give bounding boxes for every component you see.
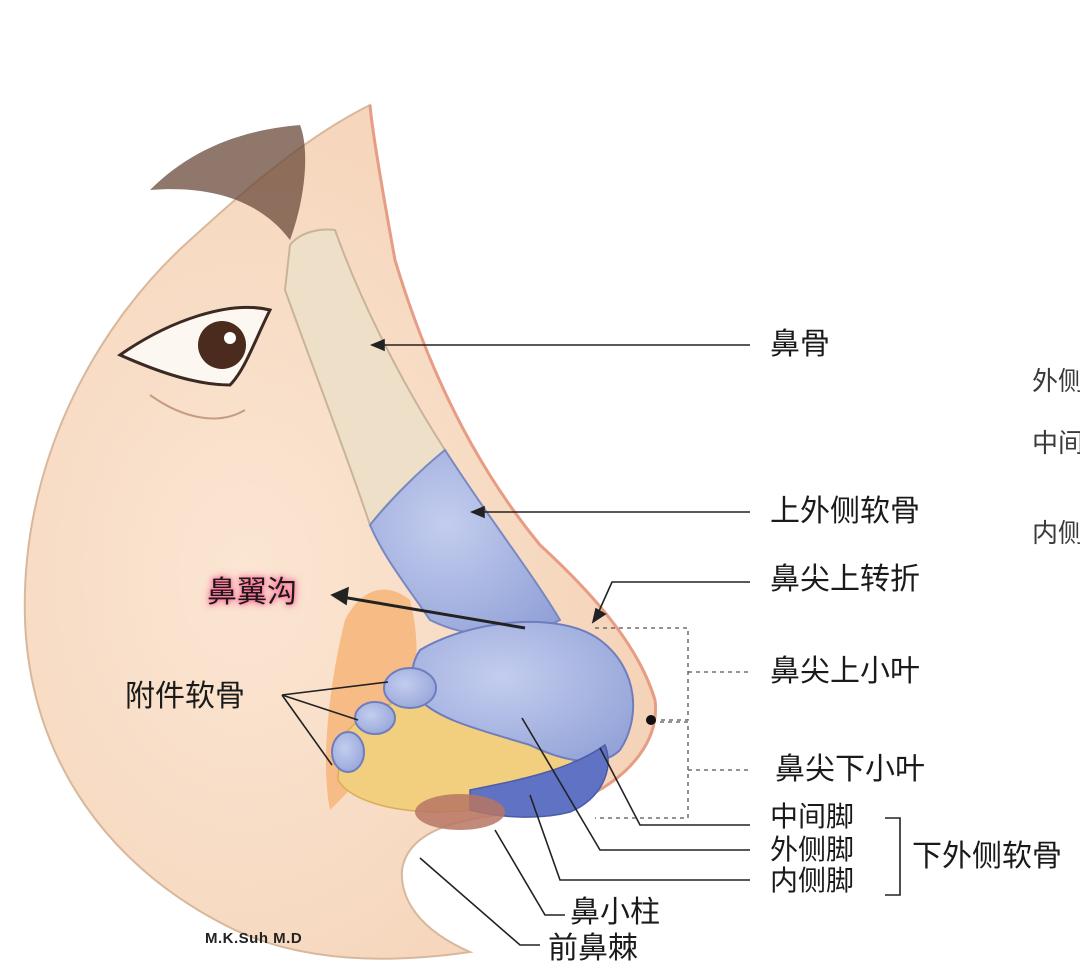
eyebrow	[150, 125, 306, 240]
eye-highlight	[224, 332, 236, 344]
label-intermediate-crus: 中间脚	[770, 800, 855, 833]
eye-lower-fold	[149, 394, 246, 420]
tip-defining-point	[646, 715, 656, 725]
label-supratip-break: 鼻尖上转折	[770, 562, 920, 597]
label-medial-crus: 内侧脚	[770, 864, 855, 897]
label-columella: 鼻小柱	[570, 895, 660, 930]
dashed-leader-lines	[595, 627, 750, 819]
label-accessory-cartilage: 附件软骨	[125, 679, 245, 714]
nostril-shadow	[415, 794, 505, 830]
eye-iris	[198, 321, 246, 369]
label-upper-tip-lobule: 鼻尖上小叶	[770, 654, 920, 689]
leader-lines	[281, 338, 901, 946]
label-lower-tip-lobule: 鼻尖下小叶	[775, 752, 925, 787]
label-nasal-bone: 鼻骨	[770, 327, 830, 362]
side-label-medial: 内侧	[1032, 519, 1080, 549]
label-upper-lateral-cartilage: 上外侧软骨	[770, 494, 920, 529]
accessory-cartilage-1	[383, 667, 437, 709]
face-skin	[23, 103, 657, 960]
label-anterior-nasal-spine: 前鼻棘	[548, 931, 638, 966]
label-lower-lateral-cartilage: 下外侧软骨	[912, 839, 1062, 874]
label-alar-groove: 鼻翼沟	[207, 575, 297, 610]
medial-crus-shape	[469, 743, 609, 818]
side-label-lateral: 外侧	[1032, 367, 1080, 397]
accessory-cartilage-2	[354, 701, 396, 735]
upper-lateral-cartilage	[368, 448, 562, 636]
label-lateral-crus: 外侧脚	[770, 833, 855, 866]
illustrator-credit: M.K.Suh M.D	[205, 930, 303, 947]
side-label-intermediate: 中间	[1032, 429, 1080, 459]
accessory-cartilage-3	[331, 731, 365, 773]
